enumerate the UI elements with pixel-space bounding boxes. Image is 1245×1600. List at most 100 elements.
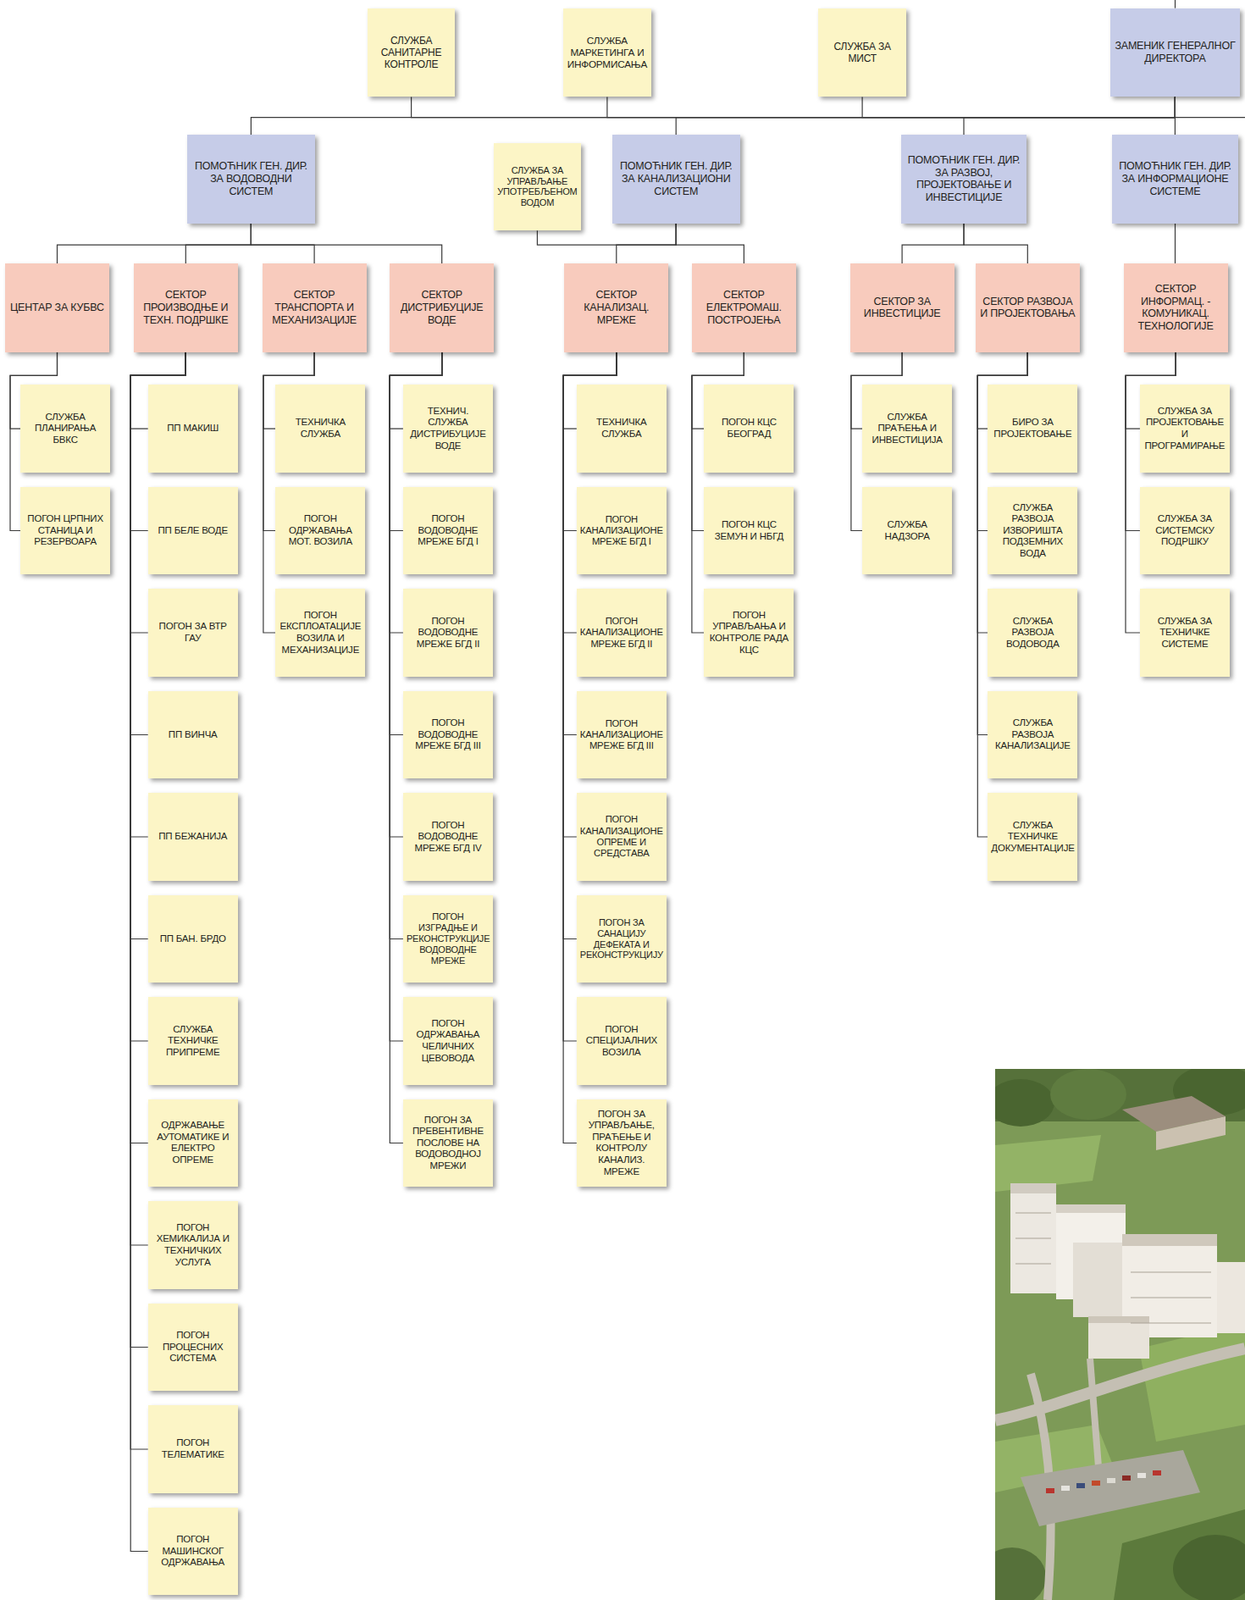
box-label: ПОГОН ВОДОВОДНЕ МРЕЖЕ БГД I [406, 513, 490, 548]
org-box: ПОГОН ВОДОВОДНЕ МРЕЖЕ БГД I [403, 486, 493, 576]
org-box: ПОГОН КЦС БЕОГРАД [703, 384, 794, 473]
org-box: СЛУЖБА САНИТАРНЕ КОНТРОЛЕ [367, 8, 456, 98]
org-box: ПОГОН ТЕЛЕМАТИКЕ [148, 1405, 238, 1494]
box-label: ПОГОН ОДРЖАВАЊА ЧЕЛИЧНИХ ЦЕВОВОДА [406, 1018, 490, 1064]
org-box: СЛУЖБА РАЗВОЈА ВОДОВОДА [987, 588, 1078, 677]
box-label: ПОГОН КЦС БЕОГРАД [707, 416, 791, 440]
box-label: СЕКТОР ИНФОРМАЦ. - КОМУНИКАЦ. ТЕХНОЛОГИЈ… [1127, 282, 1225, 333]
box-label: ПОГОН ЗА ВТР ГАУ [151, 620, 235, 644]
photo-parking [1020, 1449, 1201, 1527]
org-box: ПОГОН ЗА ПРЕВЕНТИВНЕ ПОСЛОВЕ НА ВОДОВОДН… [403, 1099, 493, 1188]
box-label: ПОМОЋНИК ГЕН. ДИР. ЗА ВОДОВОДНИ СИСТЕМ [190, 160, 313, 198]
org-box: ПОГОН ВОДОВОДНЕ МРЕЖЕ БГД III [403, 691, 493, 780]
box-label: ПОГОН КАНАЛИЗАЦИОНЕ МРЕЖЕ БГД III [580, 718, 664, 753]
org-box: СЕКТОР ЕЛЕКТРОМАШ. ПОСТРОЈЕЊА [691, 263, 797, 353]
box-label: СЕКТОР ДИСТРИБУЦИЈЕ ВОДЕ [392, 288, 491, 327]
box-label: ПОГОН ИЗГРАДЊЕ И РЕКОНСТРУКЦИЈЕ ВОДОВОДН… [406, 911, 490, 967]
box-label: ПОГОН ЗА УПРАВЉАЊЕ, ПРАЋЕЊЕ И КОНТРОЛУ К… [580, 1108, 664, 1178]
org-box: БИРО ЗА ПРОЈЕКТОВАЊЕ [987, 384, 1078, 473]
org-box: ПОГОН КАНАЛИЗАЦИОНЕ МРЕЖЕ БГД II [576, 588, 667, 677]
org-box: ТЕХНИЧ. СЛУЖБА ДИСТРИБУЦИЈЕ ВОДЕ [403, 384, 493, 473]
box-label: ПОГОН МАШИНСКОГ ОДРЖАВАЊА [151, 1533, 235, 1569]
org-box: ТЕХНИЧКА СЛУЖБА [576, 384, 667, 473]
org-connector [862, 96, 1175, 117]
box-label: ПОГОН ЦРПНИХ СТАНИЦА И РЕЗЕРВОАРА [23, 513, 107, 548]
org-connector [901, 223, 964, 264]
org-connector [607, 96, 1176, 117]
org-box: ОДРЖАВАЊЕ АУТОМАТИКЕ И ЕЛЕКТРО ОПРЕМЕ [148, 1099, 238, 1188]
org-box: СЛУЖБА МАРКЕТИНГА И ИНФОРМИСАЊА [563, 8, 652, 98]
box-label: БИРО ЗА ПРОЈЕКТОВАЊЕ [990, 416, 1074, 440]
box-label: ПОМОЋНИК ГЕН. ДИР. ЗА ИНФОРМАЦИОНЕ СИСТЕ… [1115, 160, 1234, 198]
org-box: ПОГОН ЕКСПЛОАТАЦИЈЕ ВОЗИЛА И МЕХАНИЗАЦИЈ… [275, 588, 366, 677]
box-label: СЕКТОР ЕЛЕКТРОМАШ. ПОСТРОЈЕЊА [695, 288, 793, 327]
org-box: СЛУЖБА РАЗВОЈА КАНАЛИЗАЦИЈЕ [987, 691, 1078, 780]
org-box: СЛУЖБА ЗА УПРАВЉАЊЕ УПОТРЕБЉЕНОМ ВОДОМ [493, 143, 581, 232]
box-label: СЕКТОР ЗА ИНВЕСТИЦИЈЕ [853, 295, 952, 321]
org-box: ПОМОЋНИК ГЕН. ДИР. ЗА ВОДОВОДНИ СИСТЕМ [187, 134, 316, 224]
org-box: ПОГОН КЦС ЗЕМУН И НБГД [703, 486, 794, 576]
org-box: СЛУЖБА ПЛАНИРАЊА БВКС [20, 384, 111, 473]
org-connector [616, 223, 676, 264]
box-label: ПОГОН КАНАЛИЗАЦИОНЕ МРЕЖЕ БГД II [580, 615, 664, 650]
org-box: ПОГОН ЗА ВТР ГАУ [148, 588, 238, 677]
org-box: СЛУЖБА РАЗВОЈА ИЗВОРИШТА ПОДЗЕМНИХ ВОДА [987, 486, 1078, 576]
org-connector [1174, 96, 1176, 135]
org-connector [411, 96, 1176, 117]
box-label: ПОГОН ХЕМИКАЛИЈА И ТЕХНИЧКИХ УСЛУГА [151, 1222, 235, 1268]
org-box: СЛУЖБА ТЕХНИЧКЕ ПРИПРЕМЕ [148, 996, 238, 1085]
box-label: ТЕХНИЧ. СЛУЖБА ДИСТРИБУЦИЈЕ ВОДЕ [406, 405, 490, 452]
org-box: СЕКТОР РАЗВОЈА И ПРОЈЕКТОВАЊА [975, 263, 1080, 353]
box-label: СЛУЖБА ЗА МИСТ [821, 40, 903, 65]
org-connector [675, 223, 744, 264]
box-label: СЕКТОР РАЗВОЈА И ПРОЈЕКТОВАЊА [979, 295, 1077, 321]
box-label: СЛУЖБА ТЕХНИЧКЕ ПРИПРЕМЕ [151, 1023, 235, 1059]
box-label: ПОГОН ВОДОВОДНЕ МРЕЖЕ БГД III [406, 717, 490, 753]
org-box: ЗАМЕНИК ГЕНЕРАЛНОГ ДИРЕКТОРА [1110, 8, 1240, 98]
photo-buildings [1010, 1095, 1245, 1359]
box-label: СЛУЖБА ТЕХНИЧКЕ ДОКУМЕНТАЦИЈЕ [990, 819, 1074, 855]
org-box: ПОМОЋНИК ГЕН. ДИР. ЗА ИНФОРМАЦИОНЕ СИСТЕ… [1112, 134, 1238, 224]
box-label: ПП БАН. БРДО [151, 933, 235, 946]
box-label: СЛУЖБА РАЗВОЈА ВОДОВОДА [990, 615, 1074, 651]
org-box: ПОГОН ХЕМИКАЛИЈА И ТЕХНИЧКИХ УСЛУГА [148, 1200, 238, 1290]
org-box: СЛУЖБА ПРАЋЕЊА И ИНВЕСТИЦИЈА [862, 384, 952, 473]
box-label: ЗАМЕНИК ГЕНЕРАЛНОГ ДИРЕКТОРА [1113, 39, 1237, 66]
box-label: ПОМОЋНИК ГЕН. ДИР. ЗА КАНАЛИЗАЦИОНИ СИСТ… [615, 160, 737, 198]
box-label: ПОГОН ЕКСПЛОАТАЦИЈЕ ВОЗИЛА И МЕХАНИЗАЦИЈ… [278, 609, 362, 656]
box-label: СЛУЖБА ПЛАНИРАЊА БВКС [23, 411, 107, 447]
box-label: ПОМОЋНИК ГЕН. ДИР. ЗА РАЗВОЈ, ПРОЈЕКТОВА… [904, 154, 1024, 205]
box-label: ПОГОН ОДРЖАВАЊА МОТ. ВОЗИЛА [278, 513, 362, 548]
org-box: СЛУЖБА ТЕХНИЧКЕ ДОКУМЕНТАЦИЈЕ [987, 792, 1078, 881]
org-box: ПОГОН ИЗГРАДЊЕ И РЕКОНСТРУКЦИЈЕ ВОДОВОДН… [403, 895, 493, 984]
box-label: СЕКТОР ПРОИЗВОДЊЕ И ТЕХН. ПОДРШКЕ [137, 288, 235, 327]
org-box: ПП БАН. БРДО [148, 895, 238, 984]
org-box: ПП МАКИШ [148, 384, 238, 473]
box-label: СЛУЖБА ЗА ПРОЈЕКТОВАЊЕ И ПРОГРАМИРАЊЕ [1143, 405, 1227, 452]
box-label: СЛУЖБА ПРАЋЕЊА И ИНВЕСТИЦИЈА [865, 411, 949, 447]
org-box: ПОМОЋНИК ГЕН. ДИР. ЗА КАНАЛИЗАЦИОНИ СИСТ… [612, 134, 741, 224]
box-label: СЛУЖБА ЗА УПРАВЉАЊЕ УПОТРЕБЉЕНОМ ВОДОМ [497, 165, 577, 210]
box-label: ТЕХНИЧКА СЛУЖБА [580, 416, 664, 440]
box-label: ПП БЕЛЕ ВОДЕ [151, 525, 235, 537]
org-connector [963, 96, 1175, 135]
facility-photo [995, 1068, 1245, 1600]
box-label: ПОГОН ВОДОВОДНЕ МРЕЖЕ БГД IV [406, 819, 490, 855]
org-box: ПОГОН УПРАВЉАЊА И КОНТРОЛЕ РАДА КЦС [703, 588, 794, 677]
box-label: ТЕХНИЧКА СЛУЖБА [278, 416, 362, 440]
org-box: ПОГОН КАНАЛИЗАЦИОНЕ ОПРЕМЕ И СРЕДСТАВА [576, 792, 667, 881]
org-box: СЛУЖБА НАДЗОРА [862, 486, 952, 576]
org-box: ПП БЕЖАНИЈА [148, 792, 238, 881]
org-box: ПОГОН КАНАЛИЗАЦИОНЕ МРЕЖЕ БГД I [576, 486, 667, 576]
org-box: ПОМОЋНИК ГЕН. ДИР. ЗА РАЗВОЈ, ПРОЈЕКТОВА… [901, 134, 1027, 224]
box-label: ПОГОН ТЕЛЕМАТИКЕ [151, 1437, 235, 1461]
box-label: ПОГОН ВОДОВОДНЕ МРЕЖЕ БГД II [406, 615, 490, 651]
org-box: СЛУЖБА ЗА СИСТЕМСКУ ПОДРШКУ [1139, 486, 1230, 576]
org-box: ПП ВИНЧА [148, 691, 238, 780]
box-label: СЕКТОР ТРАНСПОРТА И МЕХАНИЗАЦИЈЕ [265, 288, 364, 327]
org-connector [675, 96, 1175, 135]
org-box: ПОГОН ЗА УПРАВЉАЊЕ, ПРАЋЕЊЕ И КОНТРОЛУ К… [576, 1099, 667, 1188]
org-box: СЕКТОР ПРОИЗВОДЊЕ И ТЕХН. ПОДРШКЕ [133, 263, 238, 353]
org-connector [250, 96, 1175, 135]
